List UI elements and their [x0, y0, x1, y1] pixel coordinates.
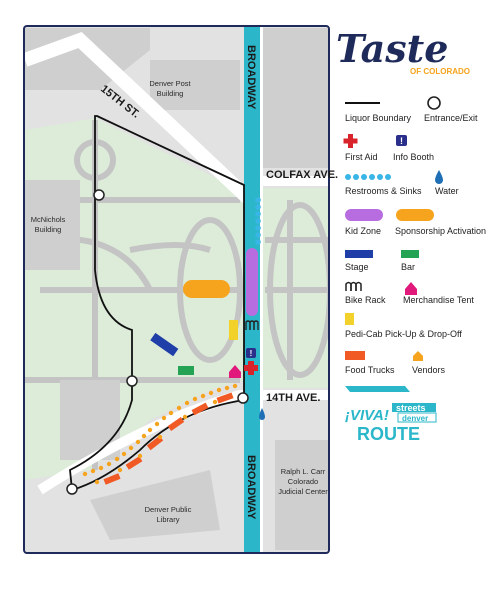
- legend-label: Restrooms & Sinks: [345, 186, 422, 196]
- legend-label: Bike Rack: [345, 295, 386, 305]
- svg-text:!: !: [400, 136, 403, 146]
- legend-label: First Aid: [345, 152, 378, 162]
- bar-icon: [345, 351, 365, 360]
- legend-label: Food Trucks: [345, 365, 395, 375]
- vendors[interactable]: [82, 383, 238, 485]
- brand-title: Taste: [336, 26, 448, 71]
- fifteenth-street: [25, 31, 255, 206]
- bar-icon: [401, 250, 419, 258]
- legend-label: Vendors: [412, 365, 446, 375]
- entrance-marker[interactable]: [126, 375, 138, 387]
- legend: Liquor Boundary Entrance/Exit First Aid …: [343, 96, 486, 375]
- entrances: [66, 189, 249, 495]
- route-swatch: [345, 386, 410, 392]
- legend-label: Merchandise Tent: [403, 295, 474, 305]
- bike-rack-icon[interactable]: [245, 320, 259, 330]
- legend-label: Sponsorship Activation: [395, 226, 486, 236]
- carr-label-3: Judicial Center: [278, 487, 328, 496]
- sponsorship-activation[interactable]: [183, 280, 230, 298]
- drop-icon: [435, 170, 443, 184]
- svg-text:!: !: [250, 349, 253, 358]
- food-trucks[interactable]: [103, 392, 234, 485]
- bar[interactable]: [178, 366, 194, 375]
- pedicab-stop[interactable]: [229, 320, 238, 340]
- viva-word: ¡VIVA!: [345, 407, 389, 424]
- fourteenth-label: 14TH AVE.: [266, 392, 320, 404]
- legend-label: Info Booth: [393, 152, 434, 162]
- info-icon: [396, 135, 407, 146]
- viva-denver: denver: [402, 414, 428, 423]
- water-station-icon[interactable]: [259, 408, 265, 420]
- red-cross-icon: [343, 134, 358, 148]
- library-label-1: Denver Public: [145, 505, 192, 514]
- colfax-label: COLFAX AVE.: [266, 169, 338, 181]
- bike-rack-icon: [345, 281, 362, 291]
- stage[interactable]: [150, 332, 179, 357]
- bar-icon: [345, 250, 373, 258]
- carr-label-2: Colorado: [288, 477, 318, 486]
- restroom-dots: [255, 197, 261, 245]
- broadway-label-bottom: BROADWAY: [245, 455, 257, 520]
- entrance-marker[interactable]: [66, 483, 78, 495]
- viva-streets-route: ¡VIVA! streets denver ROUTE: [345, 386, 437, 444]
- kid-zone[interactable]: [246, 248, 258, 316]
- legend-label: Pedi-Cab Pick-Up & Drop-Off: [345, 329, 462, 339]
- legend-label: Liquor Boundary: [345, 113, 412, 123]
- legend-label: Bar: [401, 262, 415, 272]
- mcnichols-label-2: Building: [35, 225, 62, 234]
- bar-icon: [345, 313, 354, 325]
- legend-label: Kid Zone: [345, 226, 381, 236]
- first-aid-icon[interactable]: [244, 361, 258, 375]
- legend-label: Stage: [345, 262, 369, 272]
- colfax-avenue: [244, 176, 328, 186]
- legend-label: Water: [435, 186, 459, 196]
- liquor-boundary: [69, 115, 245, 492]
- brand-subtitle: OF COLORADO: [410, 67, 470, 76]
- library-label-2: Library: [157, 515, 180, 524]
- tent-icon: [413, 351, 423, 361]
- denver-post-label-1: Denver Post: [149, 79, 191, 88]
- dots-icon: [345, 174, 391, 180]
- pill-icon: [345, 209, 383, 221]
- broadway-label-top: BROADWAY: [245, 45, 257, 110]
- route-word: ROUTE: [357, 424, 420, 444]
- circle-icon: [427, 96, 441, 110]
- carr-label-1: Ralph L. Carr: [281, 467, 326, 476]
- viva-streets: streets: [396, 403, 426, 413]
- entrance-marker[interactable]: [237, 392, 249, 404]
- entrance-marker[interactable]: [93, 189, 105, 201]
- merchandise-tent[interactable]: [229, 365, 241, 378]
- tent-icon: [405, 282, 417, 295]
- info-booth-icon[interactable]: [246, 348, 256, 358]
- mcnichols-label-1: McNichols: [31, 215, 66, 224]
- legend-label: Entrance/Exit: [424, 113, 478, 123]
- denver-post-label-2: Building: [157, 89, 184, 98]
- pill-icon: [396, 209, 434, 221]
